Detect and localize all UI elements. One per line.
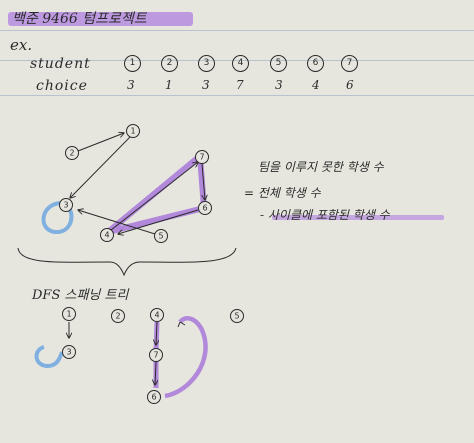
formula-line-3: - 사이클에 포함된 학생 수: [260, 208, 390, 222]
graph-node-3: 3: [59, 198, 73, 212]
title-highlight: [8, 12, 193, 26]
dfs-node-1: 1: [62, 307, 76, 321]
node-label: 5: [234, 312, 239, 321]
graph-node-6: 6: [198, 201, 212, 215]
dfs-node-2: 2: [111, 309, 125, 323]
dfs-node-5: 5: [230, 309, 244, 323]
choice-value: 3: [275, 78, 283, 92]
brace: [17, 247, 237, 277]
dfs-back-arrowhead: [177, 321, 186, 328]
student-number: 3: [198, 55, 215, 72]
node-label: 6: [202, 204, 207, 213]
choice-value: 3: [202, 78, 210, 92]
choice-value: 7: [236, 78, 244, 92]
node-label: 4: [104, 231, 109, 240]
node-label: 3: [63, 201, 68, 210]
dfs-title: DFS 스패닝 트리: [32, 288, 129, 303]
node-label: 7: [153, 351, 158, 360]
graph-node-2: 2: [65, 146, 79, 160]
graph-node-4: 4: [100, 228, 114, 242]
self-loop-3: [41, 201, 74, 234]
choice-label: choice: [36, 78, 88, 94]
choice-value: 3: [127, 78, 135, 92]
student-number: 6: [307, 55, 324, 72]
choice-value: 4: [312, 78, 320, 92]
edge-7-to-6: [201, 163, 205, 200]
dfs-node-7: 7: [149, 348, 163, 362]
dfs-node-3: 3: [62, 345, 76, 359]
rule-line: [0, 95, 474, 96]
graph-node-5: 5: [154, 229, 168, 243]
rule-line: [0, 30, 474, 31]
student-number: 1: [124, 55, 141, 72]
student-number: 5: [270, 55, 287, 72]
page-title: 백준 9466 텀프로젝트: [12, 11, 147, 27]
dfs-back-edge: [164, 316, 208, 399]
dfs-self-loop-3: [34, 345, 64, 369]
node-label: 2: [69, 149, 74, 158]
student-number: 7: [341, 55, 358, 72]
dfs-edge-4-7: [156, 321, 157, 345]
student-number: 2: [161, 55, 178, 72]
student-number: 4: [232, 55, 249, 72]
node-label: 2: [115, 312, 120, 321]
dfs-node-4: 4: [150, 308, 164, 322]
node-label: 1: [66, 310, 71, 319]
formula-highlight: [272, 215, 444, 220]
choice-value: 1: [165, 78, 173, 92]
choice-value: 6: [346, 78, 354, 92]
edge-1-to-3: [70, 136, 131, 198]
edge-6-to-4: [118, 209, 199, 234]
ex-label: ex.: [10, 36, 33, 54]
dfs-edge-7-6: [155, 361, 156, 385]
student-label: student: [30, 56, 91, 72]
edge-4-to-7: [110, 162, 198, 231]
node-label: 7: [199, 153, 204, 162]
node-label: 1: [130, 127, 135, 136]
node-label: 6: [151, 393, 156, 402]
edge-2-to-1: [77, 133, 124, 152]
formula-line-1: 팀을 이루지 못한 학생 수: [258, 160, 384, 174]
graph-node-7: 7: [195, 150, 209, 164]
formula-line-2: = 전체 학생 수: [244, 186, 321, 200]
edge-5-to-3: [78, 210, 156, 235]
node-label: 5: [158, 232, 163, 241]
graph-node-1: 1: [126, 124, 140, 138]
node-label: 3: [66, 348, 71, 357]
dfs-node-6: 6: [147, 390, 161, 404]
node-label: 4: [154, 311, 159, 320]
cycle-highlight: [105, 153, 207, 235]
